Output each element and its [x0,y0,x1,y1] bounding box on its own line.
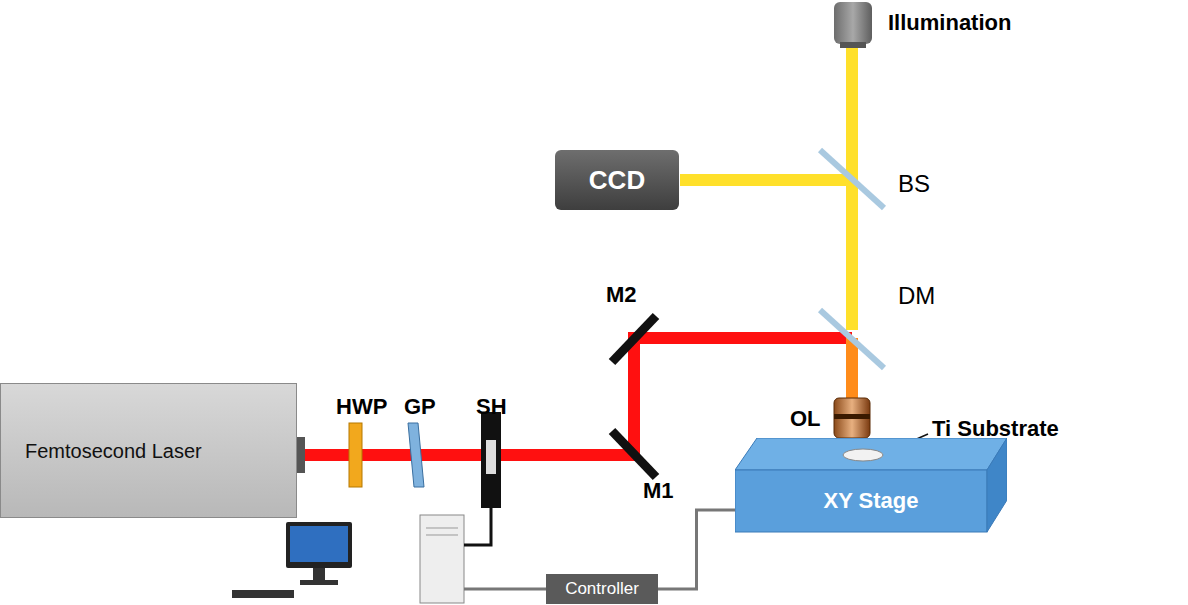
mirror-m2 [612,316,656,362]
tower-slot [426,535,458,536]
monitor-stand [313,568,325,580]
component-label: DM [898,282,935,310]
component-label: OL [790,406,821,432]
camera-box: CCD [555,150,679,210]
shutter [481,412,501,508]
laser-aperture [297,437,305,473]
glan-polarizer [408,423,424,487]
laser-beam [628,332,852,344]
beam-splitter [820,150,884,208]
node-label: CCD [555,150,679,210]
computer-cable [464,588,546,591]
xy-stage: XY Stage [735,438,1007,534]
half-wave-plate [349,423,362,487]
node-label: XY Stage [735,488,1007,514]
shutter-cable [464,508,491,545]
combined-beam [846,338,858,398]
mirror-m1 [612,431,656,477]
shutter-window [486,440,496,474]
component-label: GP [404,394,436,420]
component-label: M2 [606,282,637,308]
tower-slot [426,528,458,529]
component-label: Illumination [888,10,1011,36]
laser-beam [628,332,640,461]
lamp-base [840,42,866,48]
computer-monitor [286,522,352,568]
objective-ring [834,414,870,419]
node-label: Femtosecond Laser [25,440,202,463]
component-label: M1 [643,478,674,504]
component-label: Ti Substrate [932,416,1059,442]
keyboard [232,590,294,598]
computer-tower [420,515,464,603]
component-label: SH [476,394,507,420]
node-label: Controller [546,574,658,604]
monitor-screen [290,526,348,562]
imaging-beam [680,174,852,186]
control-cable [658,510,735,589]
component-label: BS [898,170,930,198]
laser-beam [297,449,640,461]
monitor-base [300,580,338,585]
illumination-lamp [834,2,872,44]
illumination-beam [846,48,858,330]
controller-box: Controller [546,574,658,604]
dichroic-mirror [820,310,884,368]
laser-box: Femtosecond Laser [0,383,297,518]
stage-outline [735,438,1007,534]
component-label: HWP [336,394,387,420]
objective-lens [834,398,870,438]
